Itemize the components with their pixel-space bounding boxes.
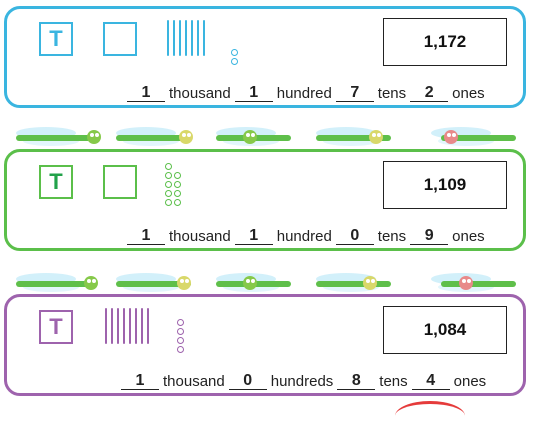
ten-rod-icon [167,20,169,56]
ten-rod-icon [123,308,125,344]
number-box: 1,109 [383,161,507,209]
one-unit-icon [177,337,184,344]
ones-units [165,163,181,206]
dragonfly-icon [431,127,516,146]
hundred-flat-icon [103,22,137,56]
ten-rod-icon [197,20,199,56]
tens-rods [167,20,205,56]
ones-answer[interactable]: 2 [410,85,449,102]
one-unit-icon [165,163,172,170]
dragonfly-icon [116,273,191,292]
thousands-word: thousand [169,228,231,245]
number-box: 1,172 [383,18,507,66]
hundreds-answer[interactable]: 1 [234,228,273,245]
one-unit-icon [231,58,238,65]
ones-answer[interactable]: 9 [410,228,449,245]
thousand-block-letter: T [49,169,63,194]
one-unit-icon [174,199,181,206]
ones-answer[interactable]: 4 [411,373,450,390]
ten-rod-icon [185,20,187,56]
ten-rod-icon [117,308,119,344]
one-unit-icon [177,346,184,353]
ones-units [231,49,238,65]
dragonfly-icon [116,127,193,146]
tens-word: tens [377,228,407,245]
place-value-row-2: T 1,109 1 thousand 1 hundred 0 tens 9 on… [4,149,526,251]
ten-rod-icon [191,20,193,56]
hundred-flat-icon [103,165,137,199]
thousand-block-icon: T [39,310,73,344]
one-unit-icon [165,199,172,206]
tens-word: tens [377,85,407,102]
tens-word: tens [379,373,408,390]
ones-word: ones [452,228,485,245]
tens-answer[interactable]: 7 [335,85,374,102]
one-unit-icon [174,190,181,197]
dragonfly-icon [316,273,391,292]
dragonfly-icon [16,127,101,146]
dragonfly-icon [216,273,291,292]
dragonfly-divider [16,273,516,292]
one-unit-icon [165,172,172,179]
expanded-form-sentence: 1 thousand 1 hundred 7 tens 2 ones [123,85,485,102]
one-unit-icon [177,319,184,326]
one-unit-icon [165,181,172,188]
thousands-answer[interactable]: 1 [121,373,159,390]
ten-rod-icon [203,20,205,56]
place-value-row-3: T 1,084 1 thousand 0 hundreds 8 tens 4 o… [4,294,526,396]
thousand-block-letter: T [49,26,63,51]
tens-answer[interactable]: 8 [337,373,376,390]
dragonfly-icon [216,127,291,146]
hundreds-word: hundreds [270,373,334,390]
expanded-form-sentence: 1 thousand 1 hundred 0 tens 9 ones [123,228,485,245]
dragonfly-icon [16,273,98,292]
one-unit-icon [174,181,181,188]
ten-rod-icon [179,20,181,56]
expanded-form-sentence: 1 thousand 0 hundreds 8 tens 4 ones [117,373,486,390]
dragonfly-icon [316,127,391,146]
ten-rod-icon [141,308,143,344]
ten-rod-icon [111,308,113,344]
ones-units [177,319,184,353]
dragonfly-icon [431,273,516,292]
one-unit-icon [177,328,184,335]
thousands-answer[interactable]: 1 [127,228,165,245]
hundreds-answer[interactable]: 1 [234,85,273,102]
ten-rod-icon [147,308,149,344]
hundreds-answer[interactable]: 0 [228,373,267,390]
tens-answer[interactable]: 0 [335,228,374,245]
ten-rod-icon [129,308,131,344]
hundreds-word: hundred [276,228,332,245]
thousands-word: thousand [163,373,225,390]
red-arc-decoration [395,401,465,431]
ones-word: ones [452,85,485,102]
thousand-block-icon: T [39,165,73,199]
dragonfly-divider [16,127,516,146]
hundreds-word: hundred [276,85,332,102]
ones-word: ones [453,373,487,390]
ten-rod-icon [135,308,137,344]
thousand-block-letter: T [49,314,63,339]
number-box: 1,084 [383,306,507,354]
tens-rods [105,308,149,344]
place-value-row-1: T 1,172 1 thousand 1 hundred 7 tens 2 on… [4,6,526,108]
one-unit-icon [231,49,238,56]
thousands-word: thousand [169,85,231,102]
ten-rod-icon [105,308,107,344]
one-unit-icon [165,190,172,197]
one-unit-icon [174,172,181,179]
ten-rod-icon [173,20,175,56]
thousands-answer[interactable]: 1 [127,85,165,102]
thousand-block-icon: T [39,22,73,56]
